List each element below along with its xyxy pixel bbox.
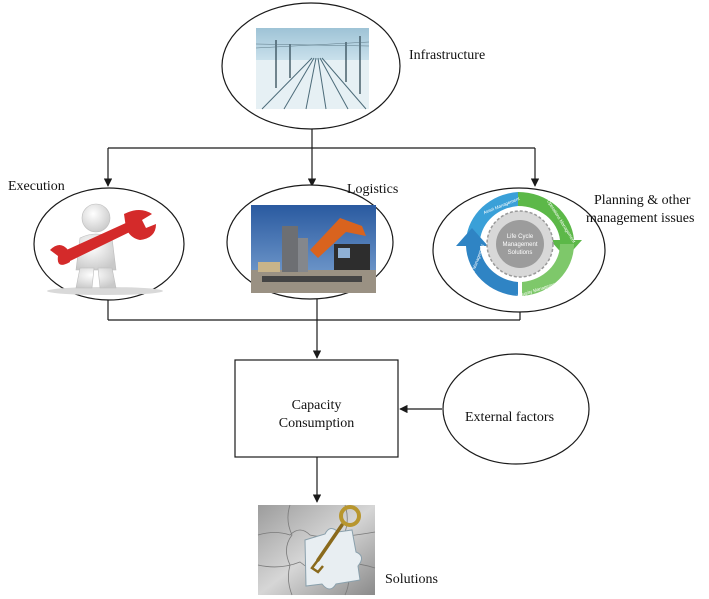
capacity-label-line2: Consumption — [278, 416, 355, 431]
execution-node — [33, 187, 185, 301]
external-factors-label: External factors — [465, 410, 555, 425]
capacity-label-line1: Capacity — [291, 398, 342, 413]
execution-label: Execution — [8, 179, 65, 194]
planning-label-line1: Planning & other — [594, 193, 691, 208]
railway-photo — [255, 28, 370, 110]
lifecycle-center-line2: Management — [502, 242, 537, 248]
solutions-label: Solutions — [385, 572, 438, 587]
crane-photo — [251, 205, 376, 293]
solutions-puzzle-photo — [257, 504, 376, 596]
planning-label-line2: management issues — [586, 211, 695, 226]
infrastructure-label: Infrastructure — [409, 48, 486, 63]
capacity-box — [234, 359, 399, 458]
wrench-figure-icon — [47, 203, 163, 295]
logistics-node — [226, 184, 394, 300]
connectors — [103, 129, 540, 503]
logistics-label: Logistics — [347, 182, 399, 197]
planning-node: Life Cycle Management Solutions Asset Ma… — [432, 187, 606, 313]
lifecycle-center-line1: Life Cycle — [507, 234, 534, 240]
external-factors-ellipse — [442, 353, 590, 465]
lifecycle-center-line3: Solutions — [508, 250, 533, 256]
infrastructure-node — [221, 2, 401, 130]
